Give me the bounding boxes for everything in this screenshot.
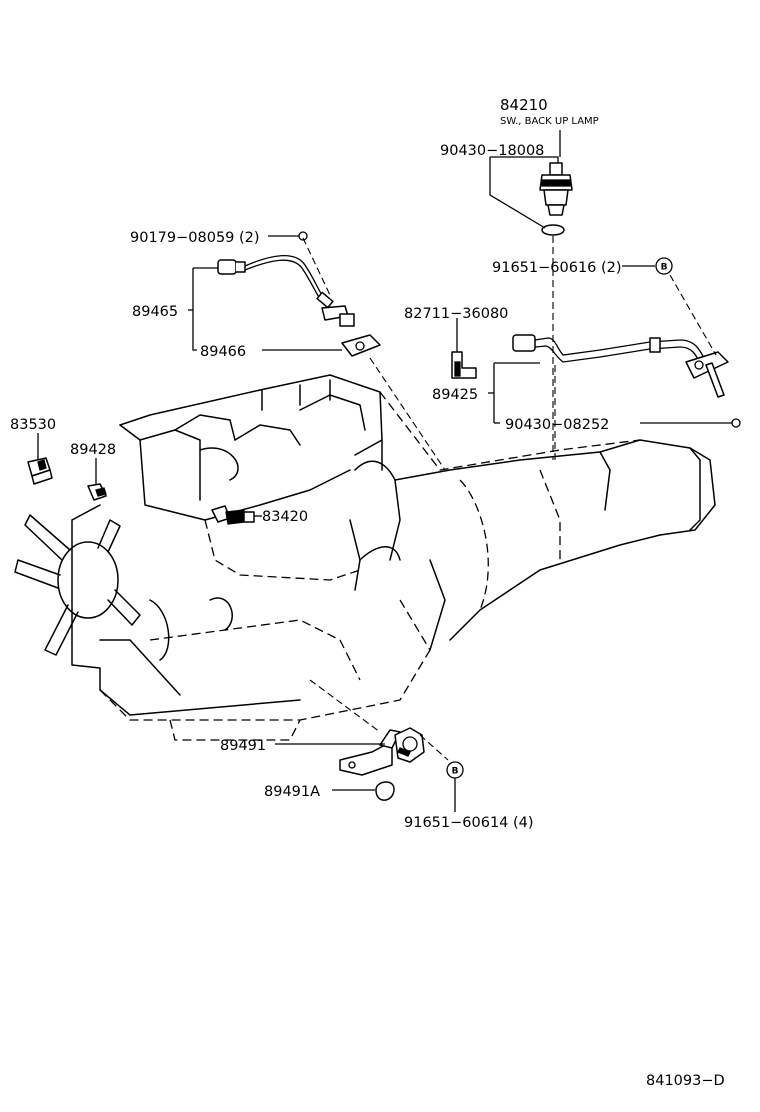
label-91651-60614: 91651−60614 (4) <box>404 815 534 831</box>
engine-assembly <box>14 374 716 741</box>
gasket-89466 <box>341 334 381 357</box>
sensor-83420 <box>211 505 255 525</box>
sensor-83530 <box>27 457 53 485</box>
back-up-lamp-switch <box>539 162 573 216</box>
label-89425: 89425 <box>432 387 478 403</box>
label-91651-60616: 91651−60616 (2) <box>492 260 622 276</box>
label-back-up-lamp-switch: SW., BACK UP LAMP <box>500 116 599 127</box>
label-89466: 89466 <box>200 344 246 360</box>
gasket-90430-18008 <box>541 224 565 236</box>
oxygen-sensor <box>217 254 355 327</box>
bolt-badge-91651-60614: B <box>446 761 464 779</box>
sensor-89428 <box>87 483 107 501</box>
label-84210: 84210 <box>500 96 548 114</box>
label-82711-36080: 82711−36080 <box>404 306 508 322</box>
label-90179-08059: 90179−08059 (2) <box>130 230 260 246</box>
badge-text: B <box>452 767 459 777</box>
grommet-89491A <box>375 781 395 801</box>
label-89465: 89465 <box>132 304 178 320</box>
oxygen-sensor-89425 <box>512 334 729 398</box>
label-90430-18008: 90430−18008 <box>440 143 544 159</box>
clamp-82711-36080 <box>451 351 477 379</box>
label-83420: 83420 <box>262 509 308 525</box>
label-89491: 89491 <box>220 738 266 754</box>
figure-code: 841093−D <box>646 1073 725 1089</box>
bolt-badge-91651-60616: B <box>655 257 673 275</box>
label-89428: 89428 <box>70 442 116 458</box>
label-83530: 83530 <box>10 417 56 433</box>
label-89491A: 89491A <box>264 784 320 800</box>
cooling-fan <box>14 514 141 656</box>
bracket-89491 <box>339 727 425 776</box>
badge-text: B <box>661 263 668 273</box>
label-90430-08252: 90430−08252 <box>505 417 609 433</box>
